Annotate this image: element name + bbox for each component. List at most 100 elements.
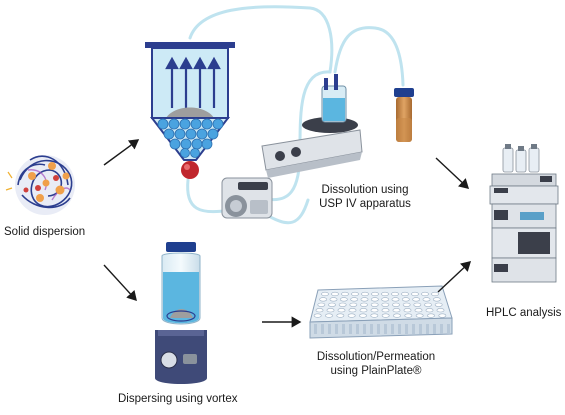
plate-well: [425, 308, 434, 313]
plate-well: [370, 297, 379, 302]
plate-insert: [433, 324, 436, 334]
plate-well: [393, 313, 401, 318]
plate-well: [414, 308, 423, 313]
plate-insert: [342, 324, 345, 334]
plate-well: [438, 313, 447, 318]
plate-label-line1: Dissolution/Permeation: [316, 351, 436, 363]
plate-well: [415, 313, 424, 318]
plate-well: [321, 291, 329, 297]
plate-well: [313, 313, 322, 318]
plate-well: [339, 297, 348, 302]
plate-well: [411, 291, 419, 297]
plate-well: [370, 313, 379, 318]
hplc-system-icon: [489, 144, 559, 283]
peristaltic-pump-icon: [221, 177, 273, 219]
solid-dispersion-particle-icon: [5, 155, 75, 215]
arrow-to-usp4: [103, 139, 140, 166]
plate-well: [341, 291, 349, 297]
plate-well: [381, 297, 390, 302]
plate-insert: [440, 324, 443, 334]
plate-well: [391, 291, 399, 297]
plate-insert: [426, 324, 429, 334]
plate-well: [412, 297, 421, 302]
plate-well: [403, 308, 412, 313]
plate-well: [359, 308, 368, 313]
hplc-label: HPLC analysis: [486, 307, 562, 319]
plate-insert: [356, 324, 359, 334]
plate-well: [424, 302, 432, 307]
plate-well: [317, 302, 326, 307]
plate-well: [381, 308, 390, 313]
plate-insert: [377, 324, 380, 334]
plate-well: [391, 297, 400, 302]
plate-well: [361, 291, 369, 297]
plate-well: [338, 302, 347, 307]
plate-insert: [412, 324, 415, 334]
plate-label-line2: using PlainPlate®: [330, 365, 422, 377]
plate-well: [421, 291, 429, 297]
plate-well: [359, 313, 367, 318]
plate-well: [413, 302, 422, 307]
plate-insert: [349, 324, 352, 334]
plate-insert: [335, 324, 338, 334]
plate-insert: [314, 324, 317, 334]
plate-well: [347, 313, 356, 318]
plate-insert: [391, 324, 394, 334]
plate-well: [370, 308, 379, 313]
plate-insert: [405, 324, 408, 334]
amber-vial-icon: [394, 88, 414, 142]
plate-insert: [419, 324, 422, 334]
plate-well: [326, 308, 335, 313]
vortex-label: Dispersing using vortex: [118, 393, 238, 405]
plate-well: [381, 313, 390, 318]
plate-insert: [370, 324, 373, 334]
plate-well: [371, 291, 379, 297]
arrows: [103, 139, 472, 328]
plate-well: [422, 297, 431, 302]
usp4-label-line2: USP IV apparatus: [319, 198, 411, 210]
plate-well: [349, 302, 358, 307]
arrow-usp4-to-hplc: [435, 157, 470, 189]
flow-cell-icon: [145, 42, 235, 179]
plate-insert: [398, 324, 401, 334]
usp4-label-line1: Dissolution using: [321, 184, 409, 196]
plate-well: [404, 313, 413, 318]
plate-well: [315, 308, 324, 313]
solid-dispersion-label: Solid dispersion: [4, 226, 86, 238]
plate-well: [381, 291, 389, 297]
plate-well: [348, 308, 357, 313]
plate-well: [431, 291, 439, 297]
plate-well: [331, 291, 339, 297]
plate-well: [401, 291, 409, 297]
plate-well: [427, 313, 435, 318]
plate-well: [325, 313, 333, 318]
plate-well: [350, 297, 359, 302]
plate-well: [337, 308, 346, 313]
plate-well: [360, 302, 368, 307]
plate-well: [329, 297, 338, 302]
plate-insert: [384, 324, 387, 334]
plate-well: [351, 291, 359, 297]
plate-well: [432, 297, 441, 302]
magnetic-stirrer-beaker-icon: [261, 74, 363, 178]
plate-well: [401, 297, 410, 302]
well-plate-icon: [309, 285, 453, 339]
vortex-mixer-icon: [155, 242, 207, 384]
plate-well: [360, 297, 369, 302]
plate-insert: [328, 324, 331, 334]
plate-insert: [321, 324, 324, 334]
plate-well: [392, 308, 401, 313]
plate-well: [336, 313, 345, 318]
plate-well: [319, 297, 328, 302]
plate-insert: [447, 324, 450, 334]
plate-well: [381, 302, 390, 307]
plate-well: [392, 302, 400, 307]
plate-well: [434, 302, 443, 307]
plate-well: [370, 302, 379, 307]
plate-insert: [363, 324, 366, 334]
arrow-to-vortex: [103, 264, 137, 302]
arrow-plate-to-hplc: [437, 261, 472, 293]
plate-well: [402, 302, 411, 307]
